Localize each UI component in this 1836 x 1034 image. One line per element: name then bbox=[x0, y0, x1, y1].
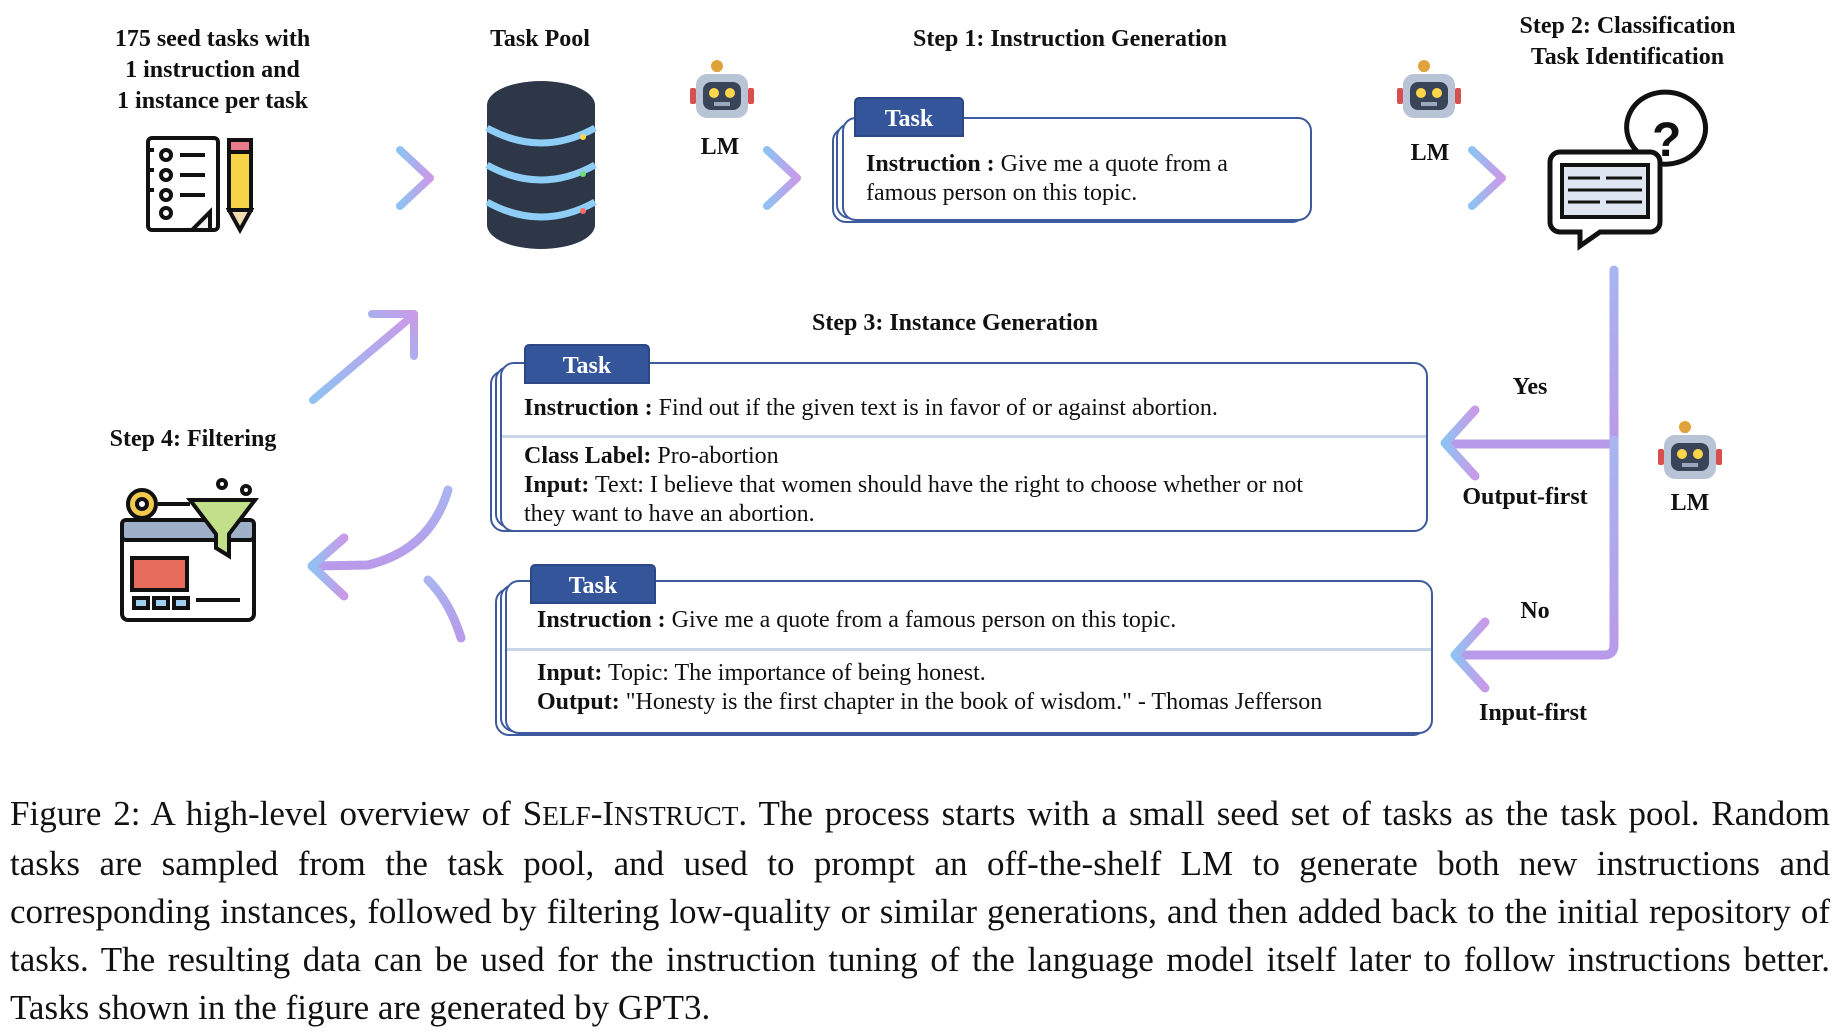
step1-task-card: Task Instruction : Give me a quote from … bbox=[832, 97, 1312, 227]
class-instruction: Instruction : Find out if the given text… bbox=[524, 394, 1419, 423]
robot-icon bbox=[1397, 60, 1461, 118]
branch-yes-label: Yes bbox=[1512, 374, 1548, 400]
caption-figure-number: Figure 2: bbox=[10, 794, 141, 833]
step1-title: Step 1: Instruction Generation bbox=[913, 26, 1227, 52]
filter-icon bbox=[120, 478, 260, 622]
figure-caption: Figure 2: A high-level overview of SELF-… bbox=[10, 790, 1830, 1032]
card-separator bbox=[502, 435, 1426, 438]
card-front bbox=[500, 362, 1428, 532]
step1-instruction: Instruction : Give me a quote from a fam… bbox=[866, 150, 1306, 208]
instruction-value: famous person on this topic. bbox=[866, 180, 1138, 206]
class-instance: Class Label: Pro-abortion Input: Text: I… bbox=[524, 442, 1419, 529]
instruction-key: Instruction : bbox=[524, 395, 653, 421]
self-instruct-diagram: ? bbox=[80, 11, 1785, 744]
arrow-pool-to-step1 bbox=[658, 146, 801, 210]
method-name-part: I bbox=[602, 794, 615, 833]
method-name-part: NSTRUCT bbox=[614, 801, 739, 831]
branch-no-mode: Input-first bbox=[1478, 700, 1587, 726]
seed-label: 175 seed tasks with 1 instruction and 1 … bbox=[80, 24, 345, 117]
arrow-step1-to-step2 bbox=[1360, 146, 1506, 210]
seed-label-line1: 175 seed tasks with bbox=[114, 26, 311, 52]
classification-icon: ? bbox=[1547, 89, 1709, 251]
class-label-key: Class Label: bbox=[524, 443, 652, 469]
method-name-part: ELF bbox=[542, 801, 591, 831]
input-value: Text: I believe that women should have t… bbox=[594, 472, 1304, 498]
arrow-yes bbox=[1440, 405, 1480, 481]
instruction-value: Give me a quote from a bbox=[1000, 151, 1228, 177]
step3-title: Step 3: Instance Generation bbox=[812, 310, 1098, 336]
step4-title: Step 4: Filtering bbox=[109, 426, 277, 452]
lm-label: LM bbox=[1670, 490, 1710, 516]
step2-title-line2: Task Identification bbox=[1530, 44, 1725, 70]
output-key: Output: bbox=[537, 689, 620, 715]
task-tab: Task bbox=[530, 564, 656, 604]
seed-label-line2: 1 instruction and bbox=[125, 57, 300, 83]
output-value: "Honesty is the first chapter in the boo… bbox=[625, 689, 1323, 715]
caption-text: . The process starts with a small seed s… bbox=[10, 794, 1831, 1027]
robot-icon bbox=[690, 60, 754, 118]
classification-task-card: Task Instruction : Find out if the given… bbox=[490, 344, 1430, 539]
method-name: SELF-INSTRUCT bbox=[523, 794, 739, 833]
instruction-key: Instruction : bbox=[537, 607, 666, 633]
nonclass-instruction: Instruction : Give me a quote from a fam… bbox=[537, 606, 1427, 635]
branch-no-label: No bbox=[1520, 598, 1550, 624]
instruction-value: Find out if the given text is in favor o… bbox=[658, 395, 1218, 421]
nonclassification-task-card: Task Instruction : Give me a quote from … bbox=[495, 564, 1435, 744]
task-tab: Task bbox=[854, 97, 964, 137]
step2-title: Step 2: Classification Task Identificati… bbox=[1470, 11, 1785, 73]
caption-text: A high-level overview of bbox=[150, 794, 511, 833]
instruction-key: Instruction : bbox=[866, 151, 995, 177]
seed-label-line3: 1 instance per task bbox=[117, 88, 308, 114]
arrow-cards-to-filter bbox=[307, 485, 466, 643]
method-name-part: - bbox=[590, 794, 603, 833]
arrow-seed-to-pool bbox=[289, 146, 434, 210]
branch-yes-mode: Output-first bbox=[1462, 484, 1588, 510]
instruction-value: Give me a quote from a famous person on … bbox=[671, 607, 1177, 633]
robot-icon bbox=[1658, 421, 1722, 479]
task-tab: Task bbox=[524, 344, 650, 384]
input-key: Input: bbox=[537, 660, 603, 686]
nonclass-instance: Input: Topic: The importance of being ho… bbox=[537, 659, 1427, 717]
class-label-value: Pro-abortion bbox=[657, 443, 779, 469]
arrow-filter-to-pool bbox=[309, 310, 418, 404]
card-front bbox=[505, 580, 1433, 734]
card-separator bbox=[507, 648, 1431, 651]
database-icon bbox=[485, 81, 597, 249]
method-name-part: S bbox=[522, 794, 543, 833]
arrow-no bbox=[1450, 617, 1490, 693]
checklist-icon bbox=[146, 136, 255, 235]
branch-connector bbox=[1443, 265, 1619, 660]
input-value: Topic: The importance of being honest. bbox=[607, 660, 986, 686]
step2-title-line1: Step 2: Classification bbox=[1519, 13, 1736, 39]
input-key: Input: bbox=[524, 472, 590, 498]
diagram-graphics: ? bbox=[120, 60, 1722, 693]
lm-label: LM bbox=[1410, 140, 1450, 166]
task-pool-label: Task Pool bbox=[490, 26, 590, 52]
input-value: they want to have an abortion. bbox=[524, 501, 815, 527]
lm-label: LM bbox=[700, 134, 740, 160]
